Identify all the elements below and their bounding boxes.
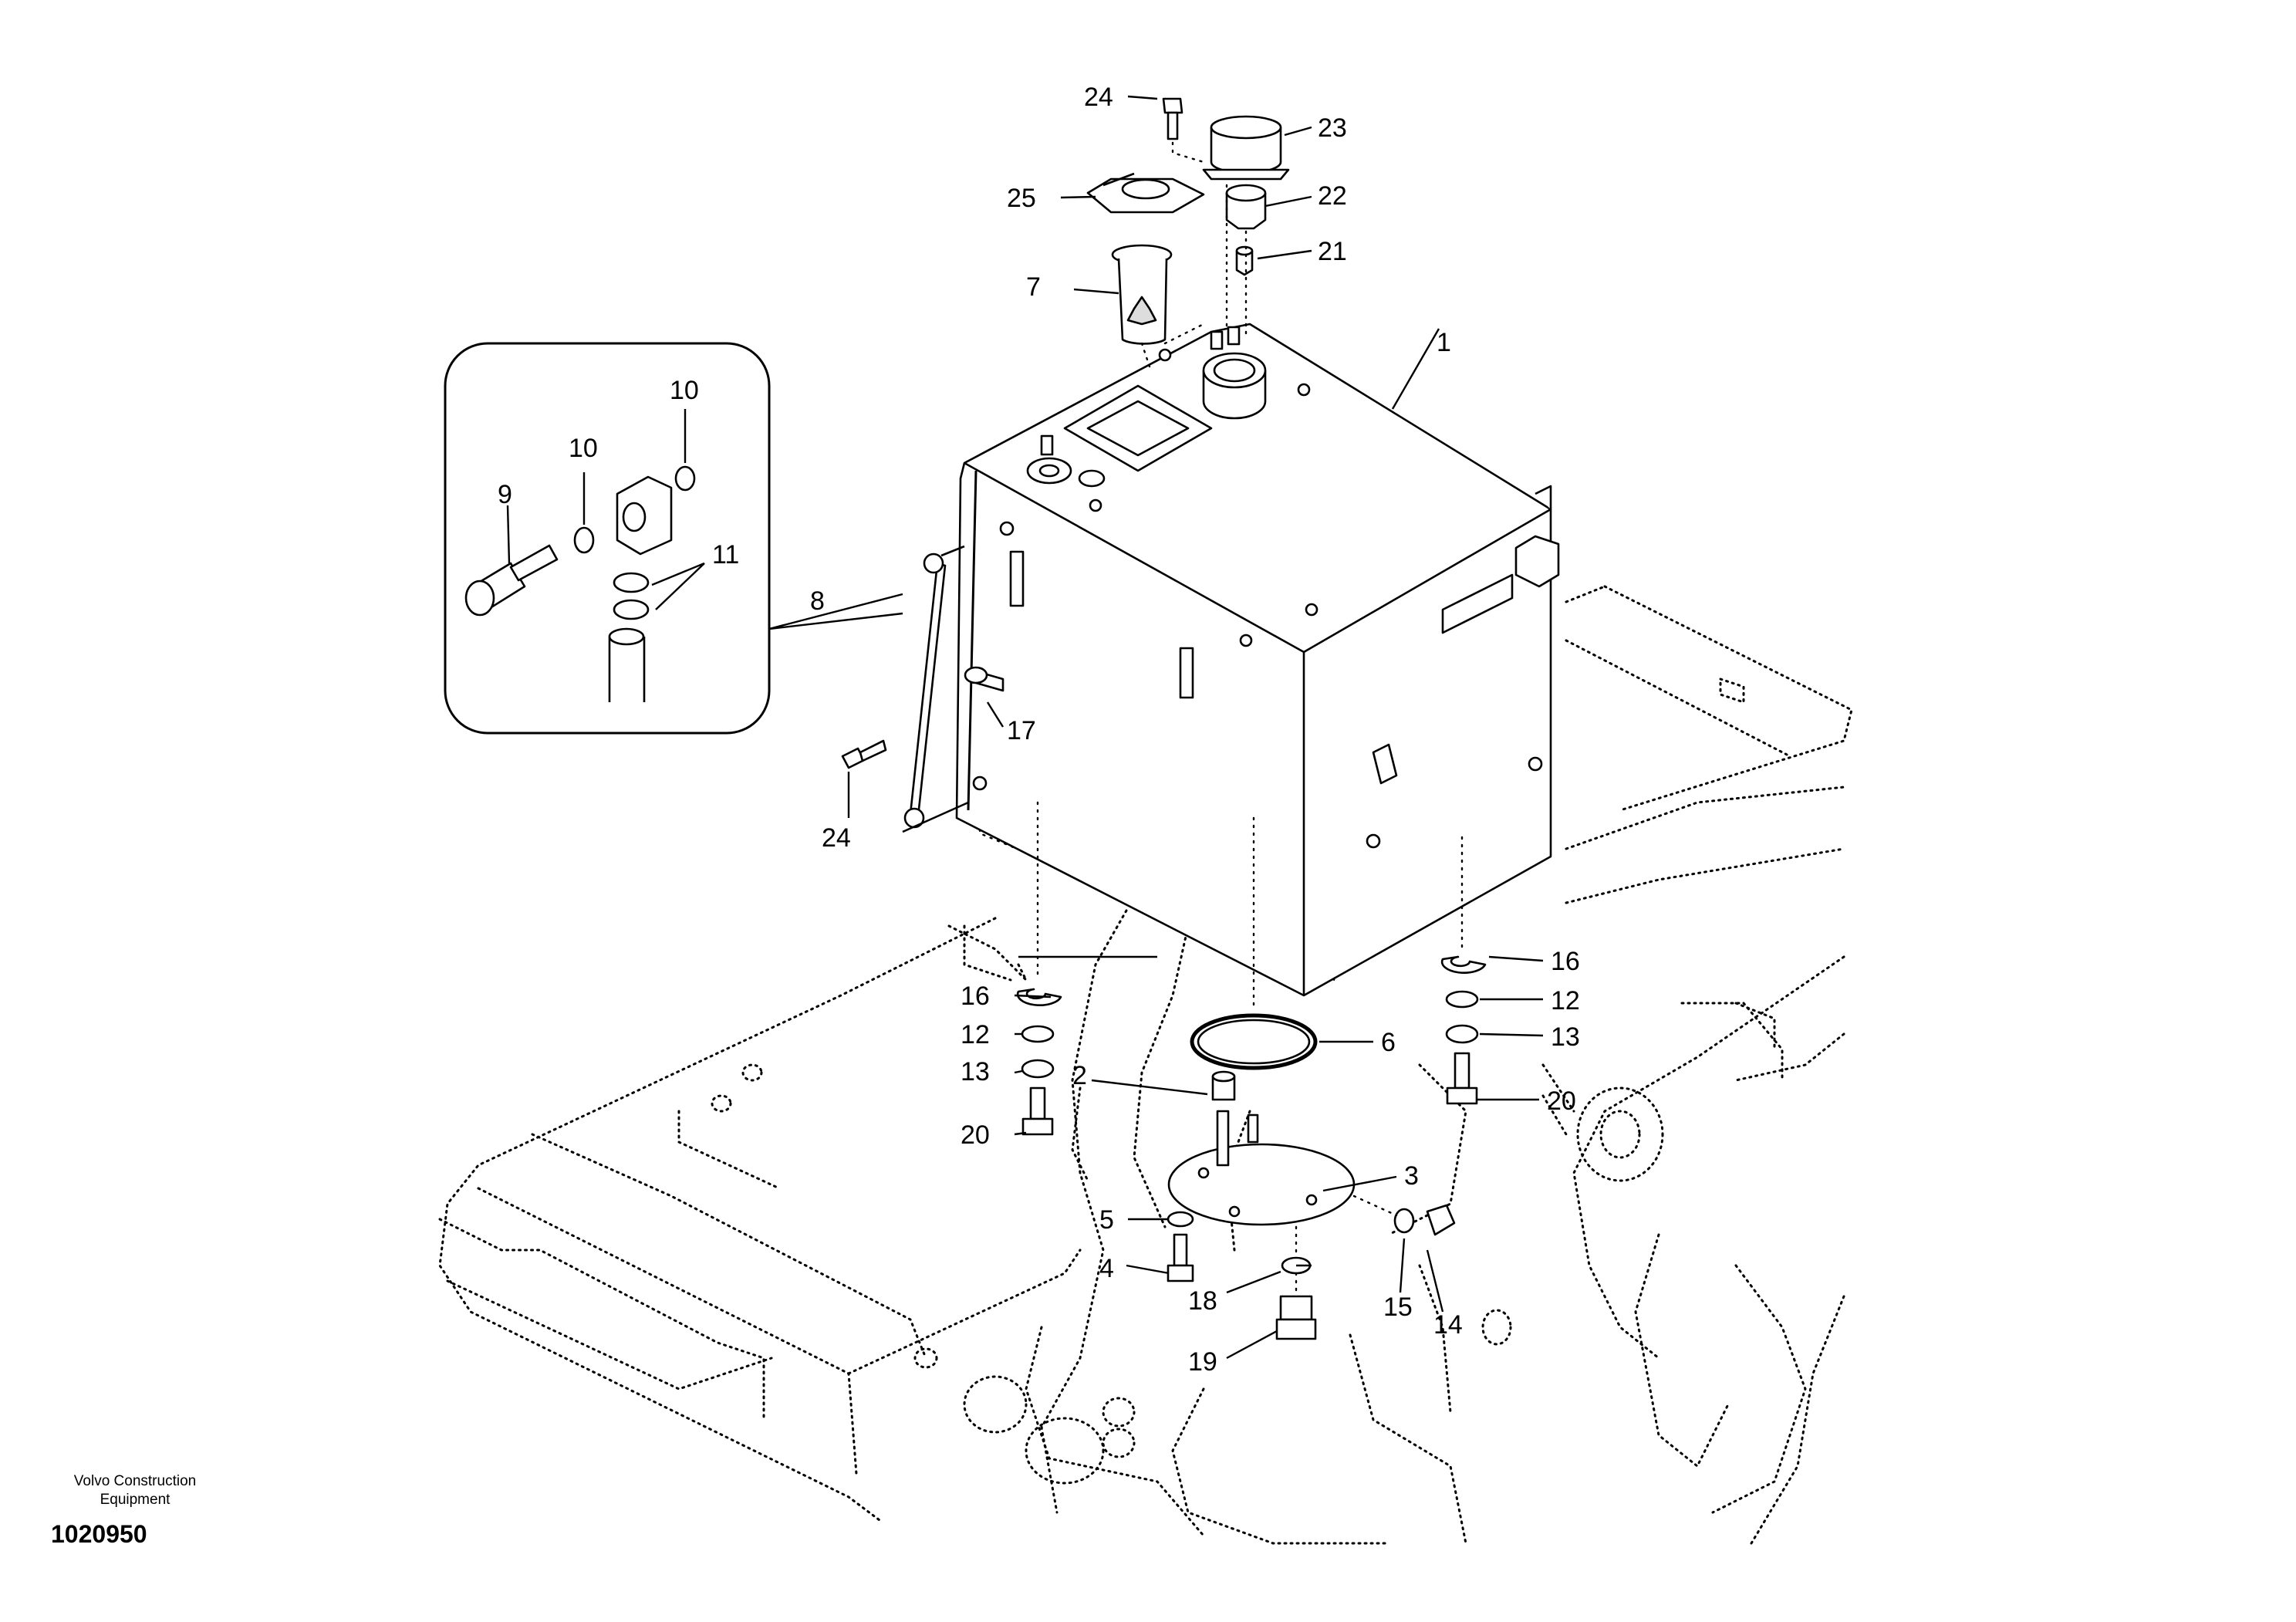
callout-13a: 13 xyxy=(961,1057,990,1086)
callout-10b: 10 xyxy=(670,376,699,405)
callout-4: 4 xyxy=(1099,1254,1114,1283)
callout-16b: 16 xyxy=(1551,947,1580,976)
leader-lines xyxy=(506,95,1544,1360)
callout-8: 8 xyxy=(810,586,825,616)
callout-14: 14 xyxy=(1433,1310,1463,1340)
callout-17: 17 xyxy=(1007,716,1036,745)
lower-parts xyxy=(841,739,1487,1340)
callout-18: 18 xyxy=(1188,1286,1217,1316)
company-name: Volvo Construction Equipment xyxy=(73,1473,197,1508)
detail-inset xyxy=(444,342,903,735)
callout-25: 25 xyxy=(1007,184,1036,213)
callout-12b: 12 xyxy=(1551,986,1580,1015)
callout-10a: 10 xyxy=(569,434,598,463)
callout-labels: 1 2 3 4 5 6 7 8 9 10 10 11 12 12 13 13 1… xyxy=(498,83,1580,1377)
callout-1: 1 xyxy=(1437,328,1451,357)
callout-19: 19 xyxy=(1188,1347,1217,1377)
callout-7: 7 xyxy=(1026,272,1041,302)
callout-21: 21 xyxy=(1318,237,1347,266)
callout-3: 3 xyxy=(1404,1161,1419,1191)
callout-6: 6 xyxy=(1381,1028,1396,1057)
callout-20b: 20 xyxy=(1547,1086,1576,1116)
frame-outline xyxy=(438,585,1853,1545)
callout-12a: 12 xyxy=(961,1020,990,1049)
drawing-number: 1020950 xyxy=(51,1520,147,1548)
callout-9: 9 xyxy=(498,480,512,509)
callout-16a: 16 xyxy=(961,982,990,1011)
level-gauge xyxy=(902,545,1004,833)
callout-23: 23 xyxy=(1318,113,1347,143)
callout-13b: 13 xyxy=(1551,1022,1580,1052)
callout-24a: 24 xyxy=(1084,83,1113,112)
callout-5: 5 xyxy=(1099,1205,1114,1235)
upper-parts xyxy=(1086,97,1290,368)
callout-15: 15 xyxy=(1383,1293,1413,1322)
callout-2: 2 xyxy=(1072,1061,1087,1090)
callout-20a: 20 xyxy=(961,1120,990,1150)
callout-24b: 24 xyxy=(822,823,851,853)
callout-22: 22 xyxy=(1318,181,1347,211)
callout-11: 11 xyxy=(712,540,739,569)
drawing-footer: Volvo Construction Equipment 1020950 xyxy=(46,1472,224,1549)
hydraulic-tank xyxy=(955,323,1560,997)
